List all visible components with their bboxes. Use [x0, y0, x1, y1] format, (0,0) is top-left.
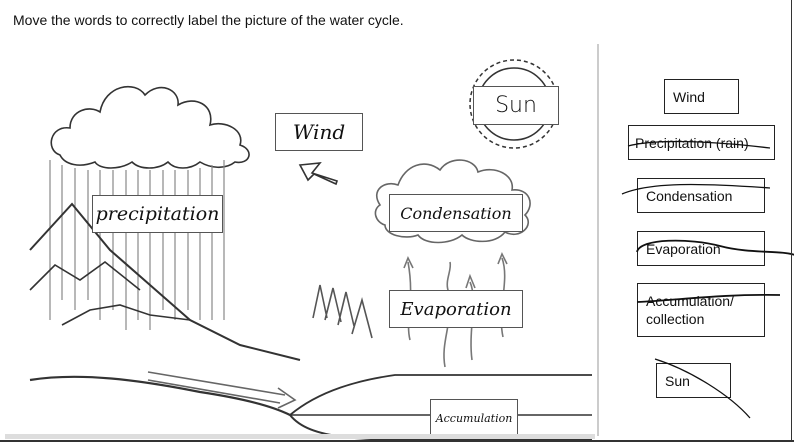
word-accumulation[interactable]: Accumulation/ collection — [637, 283, 765, 337]
rain-lines — [49, 160, 225, 330]
word-precipitation[interactable]: Precipitation (rain) — [628, 125, 775, 160]
rain-cloud — [50, 85, 250, 169]
label-sun-placed[interactable]: Sun — [473, 86, 559, 125]
label-condensation-placed[interactable]: Condensation — [389, 194, 523, 232]
label-accumulation-placed[interactable]: Accumulation — [430, 399, 518, 437]
word-evaporation[interactable]: Evaporation — [637, 231, 765, 266]
label-wind-placed[interactable]: Wind — [275, 113, 363, 151]
panel-right-border — [791, 0, 792, 442]
word-bank-divider — [597, 44, 599, 436]
condensation-cloud — [374, 159, 531, 244]
label-precipitation-placed[interactable]: precipitation — [92, 195, 223, 233]
word-sun[interactable]: Sun — [656, 363, 731, 398]
instruction-text: Move the words to correctly label the pi… — [13, 12, 404, 28]
word-condensation[interactable]: Condensation — [637, 178, 765, 213]
word-wind[interactable]: Wind — [664, 79, 739, 114]
panel-bottom-border — [0, 440, 794, 442]
label-evaporation-placed[interactable]: Evaporation — [389, 290, 523, 328]
picture-bottom-edge — [5, 434, 595, 439]
